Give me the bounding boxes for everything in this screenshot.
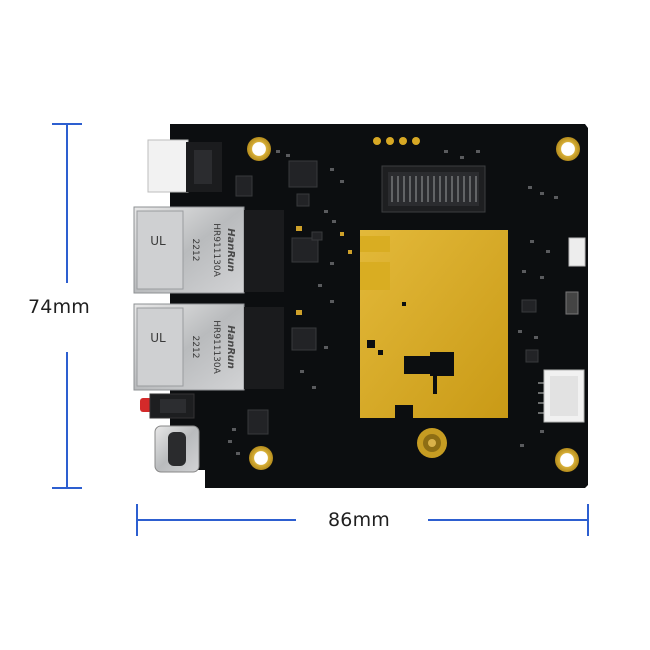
components <box>235 160 539 435</box>
white-connector <box>538 369 585 423</box>
m2-connector <box>381 165 486 213</box>
shield-pad-1 <box>360 236 390 252</box>
svg-text:UL: UL <box>150 331 166 345</box>
mount-hole-bottom-left <box>249 446 273 470</box>
jack-top-date: 2212 <box>190 239 200 262</box>
svg-text:UL: UL <box>150 234 166 248</box>
rf-shield <box>360 230 508 418</box>
test-pads <box>373 137 420 145</box>
led-button <box>140 393 195 419</box>
jack-bottom-brand: HanRun <box>225 325 236 369</box>
switch <box>565 291 579 315</box>
usb-c-port <box>154 425 200 473</box>
width-dimension-label: 86mm <box>328 509 390 531</box>
mount-hole-bottom-right <box>555 448 579 472</box>
mount-hole-top-left <box>247 137 271 161</box>
jack-top-model: HR911130A <box>211 223 221 277</box>
gold-smd-pads <box>296 226 352 315</box>
ethernet-jack-top: UL HanRun HR911130A 2212 <box>133 206 284 294</box>
jack-bottom-date: 2212 <box>190 336 200 359</box>
height-dimension-label: 74mm <box>28 296 90 318</box>
top-port <box>147 139 222 193</box>
small-connector <box>568 237 586 267</box>
ethernet-jack-bottom: UL HanRun HR911130A 2212 <box>133 303 284 391</box>
jack-bottom-model: HR911130A <box>211 320 221 374</box>
mount-hole-top-right <box>556 137 580 161</box>
shield-pad-2 <box>360 262 390 290</box>
passives <box>228 150 558 455</box>
jack-top-brand: HanRun <box>225 228 236 272</box>
standoff <box>417 428 447 458</box>
